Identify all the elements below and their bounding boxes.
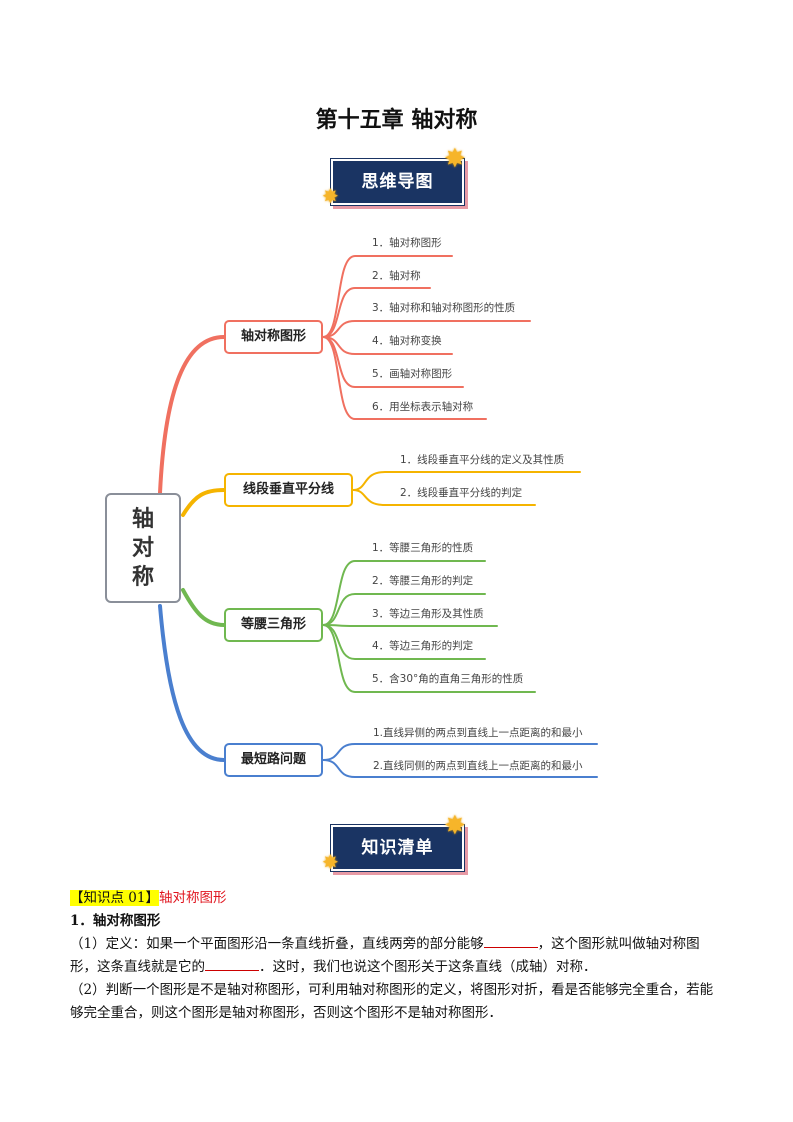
mindmap-item: 3．等边三角形及其性质 [372, 608, 484, 620]
section-heading: 1．轴对称图形 [70, 913, 161, 929]
branch-shortest-path: 最短路问题 [224, 743, 323, 777]
mindmap-item: 5．画轴对称图形 [372, 368, 453, 380]
star-icon: ✸ [322, 184, 339, 208]
mindmap-item: 2.直线同侧的两点到直线上一点距离的和最小 [373, 760, 583, 772]
text: ，这个图形就叫做轴对称图形，这条直线就是它的 [70, 936, 700, 975]
mindmap-item: 1．轴对称图形 [372, 237, 442, 249]
branch-axial-symmetry: 轴对称图形 [224, 320, 323, 354]
mindmap-item: 4．等边三角形的判定 [372, 640, 474, 652]
knowledge-content: 【知识点 01】轴对称图形 1．轴对称图形 （1）定义：如果一个平面图形沿一条直… [70, 887, 722, 1025]
knowledge-badge: 知识清单 [333, 827, 462, 869]
branch-isosceles-triangle: 等腰三角形 [224, 608, 323, 642]
mindmap-item: 3．轴对称和轴对称图形的性质 [372, 302, 516, 314]
knowledge-tag: 【知识点 01】 [70, 890, 159, 906]
root-char: 轴 [131, 507, 154, 532]
paragraph-judgement: （2）判断一个图形是不是轴对称图形，可利用轴对称图形的定义，将图形对折，看是否能… [70, 982, 714, 1021]
mindmap-item: 2．轴对称 [372, 270, 421, 282]
mindmap-item: 1．线段垂直平分线的定义及其性质 [400, 454, 565, 466]
page-title: 第十五章 轴对称 [315, 108, 478, 133]
mindmap-item: 2．等腰三角形的判定 [372, 575, 474, 587]
mindmap-item: 2．线段垂直平分线的判定 [400, 487, 523, 499]
mindmap-item: 6．用坐标表示轴对称 [372, 401, 474, 413]
mindmap-badge: 思维导图 [333, 161, 462, 203]
root-char: 称 [131, 565, 154, 590]
paragraph-definition: （1）定义：如果一个平面图形沿一条直线折叠，直线两旁的部分能够，这个图形就叫做轴… [70, 933, 722, 979]
mindmap-item: 4．轴对称变换 [372, 335, 442, 347]
root-char: 对 [131, 536, 154, 561]
text: （1）定义：如果一个平面图形沿一条直线折叠，直线两旁的部分能够 [70, 936, 484, 952]
knowledge-point-heading: 【知识点 01】轴对称图形 [70, 887, 722, 910]
fill-blank[interactable] [205, 956, 259, 971]
fill-blank[interactable] [483, 933, 538, 948]
mindmap-item: 1.直线异侧的两点到直线上一点距离的和最小 [373, 727, 583, 739]
mindmap-item: 1．等腰三角形的性质 [372, 542, 474, 554]
star-icon: ✸ [322, 850, 339, 874]
knowledge-tag-title: 轴对称图形 [158, 890, 227, 906]
star-icon: ✸ [444, 144, 466, 174]
text: ．这时，我们也说这个图形关于这条直线（成轴）对称． [259, 959, 597, 975]
mindmap-root: 轴 对 称 [105, 493, 181, 603]
star-icon: ✸ [444, 811, 466, 841]
mindmap-item: 5．含30°角的直角三角形的性质 [372, 673, 524, 685]
branch-perpendicular-bisector: 线段垂直平分线 [224, 473, 353, 507]
